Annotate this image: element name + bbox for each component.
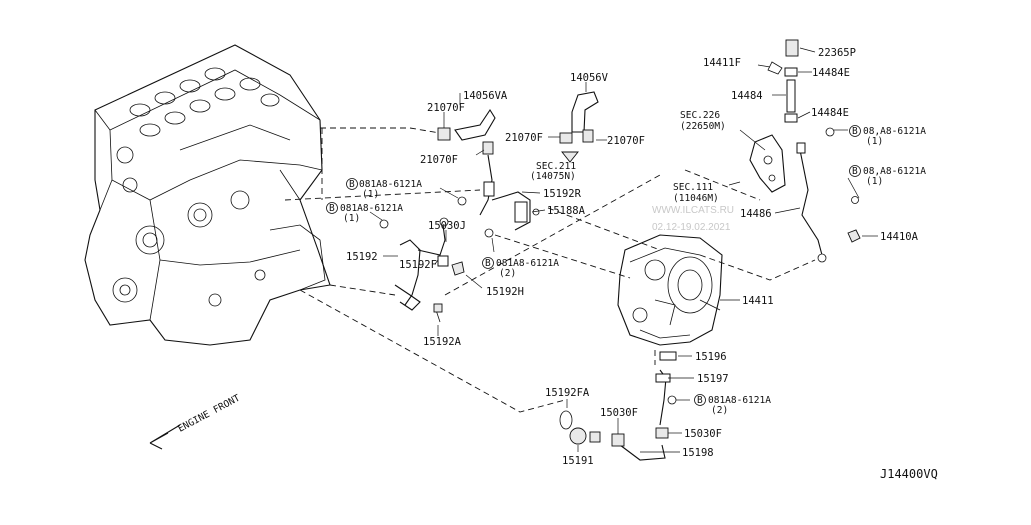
gasket-15192fa xyxy=(559,410,573,430)
hose-15198 xyxy=(619,444,666,461)
bolt-marker-r2-letter: B xyxy=(852,166,858,177)
label-bolt-l-qty: (1) xyxy=(343,213,360,224)
bolt-marker-r1 xyxy=(849,125,861,137)
bolt-marker-l xyxy=(326,202,338,214)
label-21070f-c: 21070F xyxy=(505,132,543,144)
bolt-marker-c xyxy=(346,178,358,190)
label-14484e-mid: 14484E xyxy=(811,107,849,119)
clamp-15030f-a xyxy=(611,433,625,447)
connector-15191 xyxy=(569,427,587,445)
label-15197: 15197 xyxy=(697,373,729,385)
label-14056va: 14056VA xyxy=(463,90,508,102)
hose-14056va xyxy=(454,108,496,141)
label-sec226: SEC.226 xyxy=(680,110,720,121)
oil-feed-lines xyxy=(379,217,465,323)
bracket-22650m xyxy=(749,134,786,193)
label-sec211-ref: (14075N) xyxy=(530,171,576,182)
watermark-site: WWW.ILCATS.RU xyxy=(652,205,734,216)
camshaft-covers xyxy=(129,67,280,137)
label-bolt-c-qty: (1) xyxy=(362,189,379,200)
label-bolt-m-qty: (2) xyxy=(499,268,516,279)
label-14411f: 14411F xyxy=(703,57,741,69)
bolt-marker-r2 xyxy=(849,165,861,177)
bolt-marker-b-letter: B xyxy=(697,395,703,406)
part-labels: 22365P 14411F 14484E 14484 14484E SEC.22… xyxy=(326,47,926,467)
sensor-22365p xyxy=(785,39,799,57)
clamp-21070f-a xyxy=(437,127,451,141)
hose-14056v xyxy=(571,91,599,133)
label-bolt-c: 081A8-6121A xyxy=(359,179,422,190)
engine-front-label: ENGINE FRONT xyxy=(176,393,242,435)
engine-block xyxy=(84,44,331,346)
label-14486: 14486 xyxy=(740,208,772,220)
label-14484e-top: 14484E xyxy=(812,67,850,79)
assembly-dashed-lines xyxy=(284,127,816,413)
label-15030f-b: 15030F xyxy=(684,428,722,440)
label-15192r: 15192R xyxy=(543,188,582,200)
bracket-15192 xyxy=(394,284,421,311)
clamp-14484e-top xyxy=(784,67,798,77)
clamp-21070f-b xyxy=(482,141,494,155)
label-15198: 15198 xyxy=(682,447,714,459)
label-sec226-ref: (22650M) xyxy=(680,121,726,132)
label-14484: 14484 xyxy=(731,90,763,102)
label-21070f-a: 21070F xyxy=(427,102,465,114)
label-15192h: 15192H xyxy=(486,286,524,298)
bolt-marker-l-letter: B xyxy=(329,203,335,214)
watermark-date: 02.12-19.02.2021 xyxy=(652,222,731,233)
label-sec111-ref: (11046M) xyxy=(673,193,719,204)
boost-sensor-assembly xyxy=(749,39,861,263)
gasket-15196 xyxy=(659,351,677,361)
label-bolt-m: 081A8-6121A xyxy=(496,258,559,269)
intake-hoses xyxy=(437,91,599,238)
label-15196: 15196 xyxy=(695,351,727,363)
clamp-14484e-mid xyxy=(784,113,798,123)
bolt-marker-c-letter: B xyxy=(349,179,355,190)
diagram-code: J14400VQ xyxy=(880,467,938,481)
label-21070f-d: 21070F xyxy=(607,135,645,147)
pipe-15192f xyxy=(417,224,446,256)
pipe-14410a xyxy=(799,149,823,256)
label-22365p: 22365P xyxy=(818,47,856,59)
label-15192a: 15192A xyxy=(423,336,462,348)
label-bolt-b: 081A8-6121A xyxy=(708,395,771,406)
label-15188a: 15188A xyxy=(547,205,586,217)
engine-front-indicator: ENGINE FRONT xyxy=(149,393,242,450)
label-bolt-r2-qty: (1) xyxy=(866,176,883,187)
turbocharger-14411 xyxy=(617,234,723,346)
pipe-15192r xyxy=(491,191,531,231)
clamp-21070f-c xyxy=(559,132,573,144)
label-15192fa: 15192FA xyxy=(545,387,590,399)
bolt-15192h xyxy=(451,261,465,276)
label-14411: 14411 xyxy=(742,295,774,307)
label-bolt-r1: 08,A8-6121A xyxy=(863,126,926,137)
bolt-marker-b xyxy=(694,394,706,406)
oil-return-lines xyxy=(559,351,677,461)
label-bolt-r1-qty: (1) xyxy=(866,136,883,147)
label-15192: 15192 xyxy=(346,251,378,263)
label-21070f-b: 21070F xyxy=(420,154,458,166)
label-15191: 15191 xyxy=(562,455,594,467)
clamp-15030f-b xyxy=(655,427,669,439)
bolt-marker-r1-letter: B xyxy=(852,126,858,137)
label-sec211: SEC.211 xyxy=(536,161,576,172)
label-bolt-r2: 08,A8-6121A xyxy=(863,166,926,177)
clamp-21070f-d xyxy=(582,129,594,143)
label-15030j: 15030J xyxy=(428,220,466,232)
label-bolt-l: 081A8-6121A xyxy=(340,203,403,214)
pipe-15192 xyxy=(399,239,421,306)
label-bolt-b-qty: (2) xyxy=(711,405,728,416)
clip-14411f xyxy=(767,61,783,75)
label-15030f-a: 15030F xyxy=(600,407,638,419)
label-15192f: 15192F xyxy=(399,259,437,271)
label-sec111: SEC.111 xyxy=(673,182,713,193)
arrow-sec211 xyxy=(561,151,579,163)
leader-lines xyxy=(369,47,878,453)
hose-14484 xyxy=(786,79,796,113)
label-14410a: 14410A xyxy=(880,231,919,243)
bolt-marker-m-letter: B xyxy=(485,258,491,269)
bolt-marker-m xyxy=(482,257,494,269)
label-14056v: 14056V xyxy=(570,72,609,84)
